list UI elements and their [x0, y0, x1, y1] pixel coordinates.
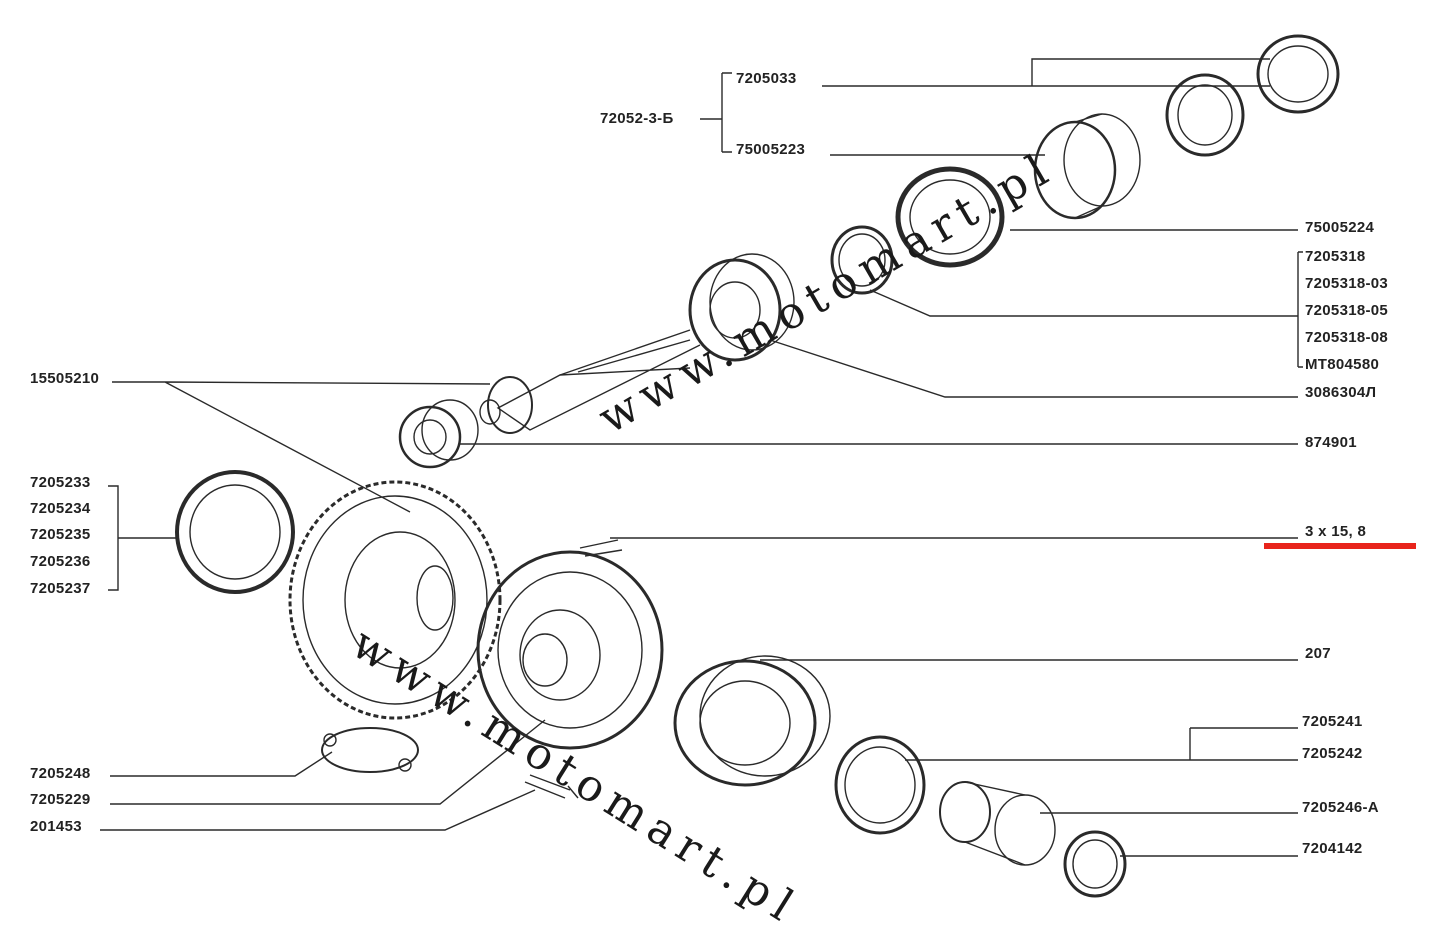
- label-7205318: 7205318: [1305, 248, 1366, 265]
- label-15505210: 15505210: [30, 370, 100, 387]
- label-207: 207: [1305, 645, 1331, 662]
- label-7205318-08: 7205318-08: [1305, 329, 1389, 346]
- label-7205234: 7205234: [30, 500, 91, 517]
- label-7205033: 7205033: [736, 70, 797, 87]
- label-7205229: 7205229: [30, 791, 91, 808]
- label-7205318-03: 7205318-03: [1305, 275, 1389, 292]
- label-7205233: 7205233: [30, 474, 91, 491]
- highlight-underline: [1264, 543, 1416, 549]
- label-7204142: 7204142: [1302, 840, 1363, 857]
- label-7205246-a: 7205246-A: [1302, 799, 1379, 816]
- label-7205237: 7205237: [30, 580, 91, 597]
- label-3x15-8: 3 x 15, 8: [1305, 523, 1367, 540]
- label-7205236: 7205236: [30, 553, 91, 570]
- label-874901: 874901: [1305, 434, 1357, 451]
- label-3086304l: 3086304Л: [1305, 384, 1377, 401]
- label-7205241: 7205241: [1302, 713, 1363, 730]
- label-mt804580: MT804580: [1305, 356, 1380, 373]
- label-7205242: 7205242: [1302, 745, 1363, 762]
- label-72052-3-b: 72052-3-Б: [600, 110, 674, 127]
- label-7205248: 7205248: [30, 765, 91, 782]
- label-7205235: 7205235: [30, 526, 91, 543]
- differential-assembly: [175, 470, 1127, 898]
- label-7205318-05: 7205318-05: [1305, 302, 1389, 319]
- label-75005223: 75005223: [736, 141, 806, 158]
- leader-lines: [100, 58, 1303, 857]
- label-201453: 201453: [30, 818, 82, 835]
- upper-assembly: [398, 34, 1340, 557]
- label-75005224: 75005224: [1305, 219, 1375, 236]
